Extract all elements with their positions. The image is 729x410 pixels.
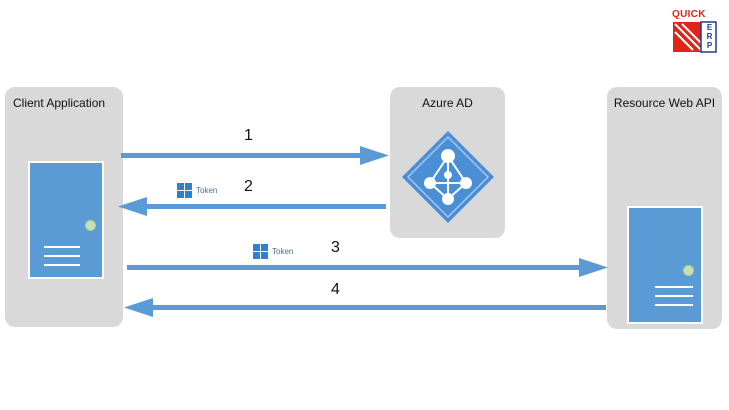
token-badge-step-2: Token <box>177 183 217 198</box>
resource-web-api-title: Resource Web API <box>613 96 716 110</box>
server-status-led <box>85 220 96 231</box>
logo-word-side: ERP <box>706 23 713 50</box>
resource-server-icon <box>627 206 703 324</box>
resource-web-api-panel: Resource Web API <box>607 87 722 329</box>
logo-mark-icon <box>673 21 717 53</box>
step-number-4: 4 <box>331 281 340 298</box>
arrow-step-3 <box>127 258 608 277</box>
azure-ad-panel: Azure AD <box>390 87 505 238</box>
server-status-led <box>683 265 694 276</box>
client-application-title: Client Application <box>13 96 106 110</box>
quick-erp-logo: QUICK ERP <box>672 9 722 53</box>
step-number-3: 3 <box>331 239 340 256</box>
logo-word-top: QUICK <box>672 9 706 20</box>
client-application-panel: Client Application <box>5 87 123 327</box>
arrow-step-1 <box>121 146 389 165</box>
azure-ad-diamond-icon <box>402 131 494 223</box>
token-badge-step-3: Token <box>253 244 293 259</box>
arrow-step-2 <box>118 197 386 216</box>
client-server-icon <box>28 161 104 279</box>
windows-logo-icon <box>177 183 192 198</box>
windows-logo-icon <box>253 244 268 259</box>
azure-ad-title: Azure AD <box>422 96 473 110</box>
token-label: Token <box>196 186 218 195</box>
step-number-2: 2 <box>244 178 253 195</box>
arrow-step-4 <box>124 298 606 317</box>
step-number-1: 1 <box>244 127 253 144</box>
token-label: Token <box>272 247 294 256</box>
